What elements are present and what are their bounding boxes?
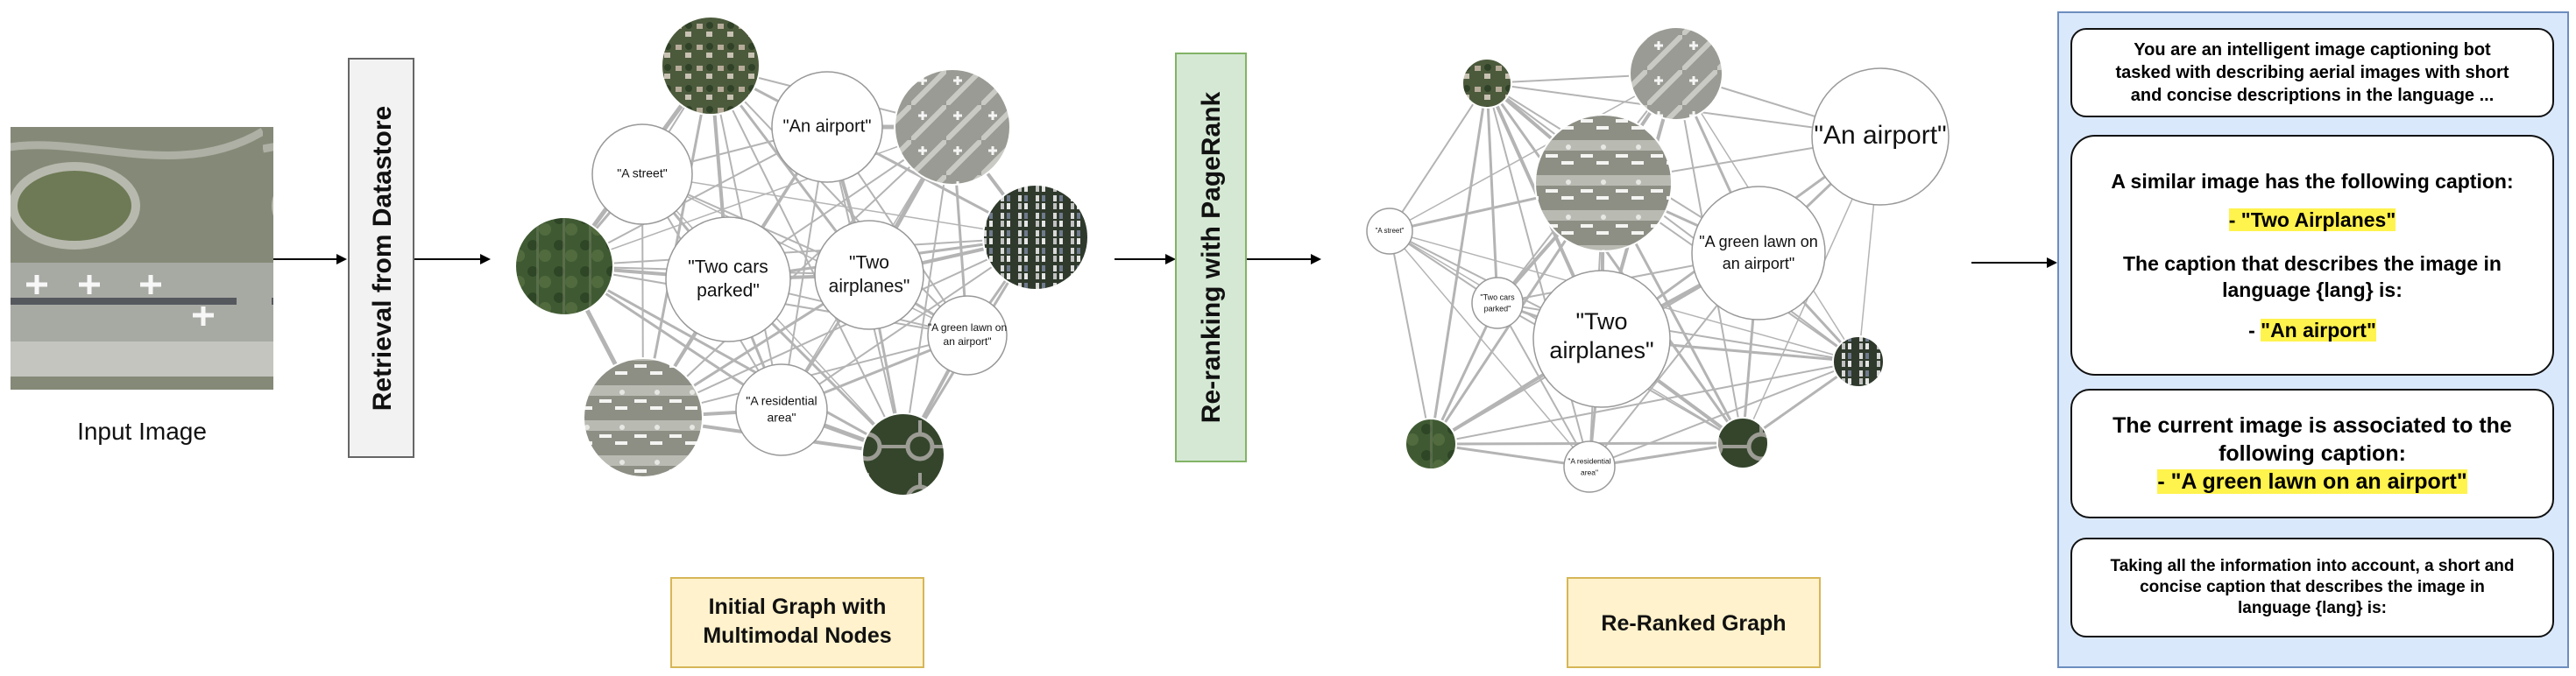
initial-node-airport-label: "An airport" (783, 116, 872, 136)
prompt-final-box: Taking all the information into account,… (2070, 538, 2554, 637)
reranked-text-node-residential (1563, 440, 1616, 493)
prompt-current-line-2: following caption: (2219, 441, 2406, 466)
initial-image-node-cars (982, 184, 1089, 291)
prompt-answer-prefix: - (2248, 318, 2261, 342)
initial-node-street-label: "A street" (617, 166, 667, 180)
retrieval-step-box: Retrieval from Datastore (348, 58, 414, 458)
reranked-image-node-street (1405, 418, 1457, 470)
initial-text-node-airplanes (814, 220, 924, 330)
prompt-describe-line-1: The caption that describes the image in (2123, 251, 2502, 275)
reranked-node-residential-label-1: "A residential (1568, 456, 1610, 465)
prompt-final-line-2: concise caption that describes the image… (2140, 578, 2485, 596)
initial-text-node-lawn (927, 295, 1008, 376)
reranked-node-airplanes-label-2: airplanes" (1549, 337, 1653, 363)
reranked-graph: "An airport" "A green lawn on an airport… (1366, 26, 1950, 493)
initial-graph-caption-box: Initial Graph with Multimodal Nodes (670, 577, 924, 668)
initial-graph-caption-line-1: Initial Graph with (709, 595, 887, 619)
initial-text-node-street (591, 123, 693, 225)
reranked-image-node-airplanes (1534, 114, 1673, 252)
prompt-intro-box: You are an intelligent image captioning … (2070, 28, 2554, 117)
initial-node-cars-label-2: parked" (697, 281, 760, 301)
reranked-text-node-airport (1811, 67, 1950, 206)
prompt-intro-line-1: You are an intelligent image captioning … (2134, 40, 2491, 60)
initial-node-residential-label-2: area" (768, 411, 796, 425)
initial-text-node-airport (771, 71, 883, 183)
initial-image-node-airport (894, 68, 1011, 186)
initial-node-airplanes-label-1: "Two (849, 253, 889, 273)
prompt-intro-line-2: tasked with describing aerial images wit… (2115, 63, 2509, 82)
prompt-similar-box: A similar image has the following captio… (2070, 135, 2554, 376)
reranked-text-node-airplanes (1532, 270, 1671, 408)
reranked-image-node-airport (1629, 26, 1723, 121)
reranked-node-cars-label-2: parked" (1484, 304, 1511, 313)
prompt-current-caption: - "A green lawn on an airport" (2157, 469, 2467, 494)
initial-image-node-lawn (861, 412, 945, 496)
prompt-describe-line-2: language {lang} is: (2222, 278, 2403, 301)
initial-node-lawn-label-1: "A green lawn on (928, 321, 1007, 334)
initial-node-cars-label-1: "Two cars (688, 257, 768, 278)
reranked-graph-caption: Re-Ranked Graph (1601, 611, 1786, 636)
prompt-current-box: The current image is associated to the f… (2070, 389, 2554, 518)
retrieval-step-label: Retrieval from Datastore (368, 106, 397, 411)
initial-node-lawn-label-2: an airport" (944, 335, 992, 348)
initial-graph-caption-line-2: Multimodal Nodes (703, 623, 891, 648)
prompt-final-line-1: Taking all the information into account,… (2110, 557, 2515, 575)
input-image-caption: Input Image (77, 418, 207, 445)
input-image (11, 127, 273, 390)
prompt-intro-line-3: and concise descriptions in the language… (2130, 86, 2495, 105)
initial-text-node-residential (735, 363, 828, 456)
initial-node-residential-label-1: "A residential (746, 394, 817, 408)
initial-image-node-airplanes (583, 357, 704, 478)
reranked-text-node-cars (1471, 277, 1524, 329)
prompt-similar-intro: A similar image has the following captio… (2111, 169, 2514, 193)
rerank-step-box: Re-ranking with PageRank (1175, 53, 1247, 462)
prompt-final-line-3: language {lang} is: (2238, 599, 2387, 617)
rerank-step-label: Re-ranking with PageRank (1197, 91, 1226, 423)
reranked-node-airplanes-label-1: "Two (1575, 308, 1627, 334)
initial-graph: "A street" "An airport" "Two cars parked… (514, 16, 1089, 496)
initial-image-node-residential (661, 16, 761, 116)
reranked-image-node-cars (1832, 335, 1885, 388)
reranked-text-node-street (1366, 208, 1413, 255)
prompt-answer: "An airport" (2261, 318, 2376, 342)
reranked-graph-caption-box: Re-Ranked Graph (1567, 577, 1821, 668)
reranked-node-cars-label-1: "Two cars (1480, 292, 1515, 301)
prompt-similar-caption: - "Two Airplanes" (2228, 208, 2396, 231)
prompt-current-line-1: The current image is associated to the (2112, 413, 2512, 438)
initial-node-airplanes-label-2: airplanes" (829, 277, 910, 297)
reranked-text-node-lawn (1691, 186, 1826, 320)
reranked-node-lawn-label-2: an airport" (1723, 255, 1794, 272)
initial-image-node-street (514, 216, 614, 316)
initial-text-node-cars (665, 216, 791, 342)
reranked-image-node-lawn (1716, 417, 1769, 469)
reranked-node-residential-label-2: area" (1581, 468, 1598, 476)
reranked-node-airport-label: "An airport" (1814, 121, 1946, 150)
reranked-node-street-label: "A street" (1376, 227, 1405, 235)
reranked-node-lawn-label-1: "A green lawn on (1699, 233, 1817, 250)
reranked-image-node-residential (1461, 58, 1512, 109)
